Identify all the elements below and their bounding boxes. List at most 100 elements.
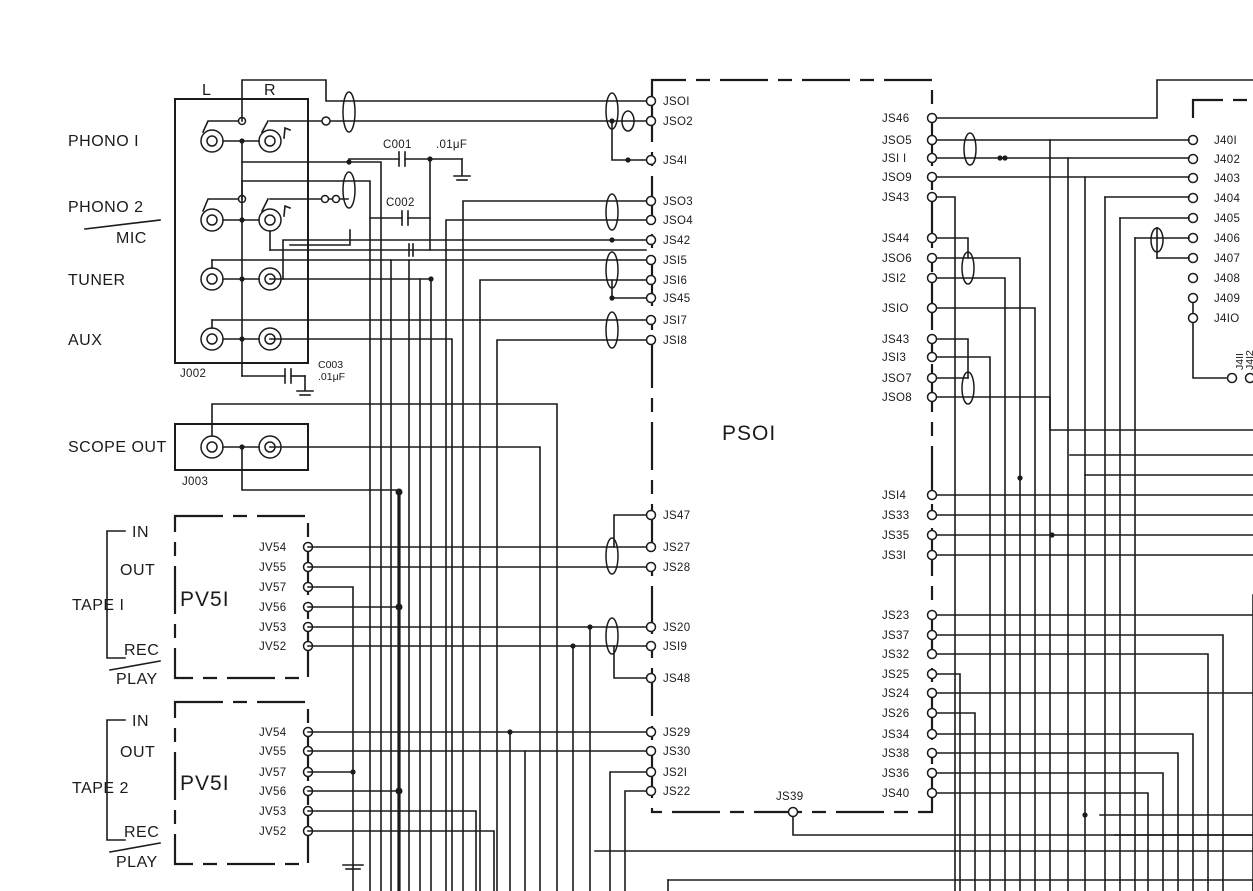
tape1-pin-label-jv52-5: JV52 [259, 641, 286, 653]
ps01-right-label-js24-21: JS24 [882, 688, 910, 700]
ps01-right-terminal-jso5-1 [926, 134, 938, 146]
ps01-left-terminal-jsi7-9 [645, 314, 657, 326]
ps01-left-label-jso2-1: JSO2 [663, 116, 693, 128]
j4-terminal-j407-6 [1187, 252, 1199, 264]
tape1-rec-label: REC [124, 642, 159, 659]
ps01-left-terminal-jsi9-15 [645, 640, 657, 652]
ps01-right-terminal-jsi3-10 [926, 351, 938, 363]
shield-markers [342, 91, 1164, 655]
ps01-left-label-jsi7-9: JSI7 [663, 315, 687, 327]
ps01-right-terminal-js36-25 [926, 767, 938, 779]
ps01-left-terminal-js22-20 [645, 785, 657, 797]
ps01-right-terminal-js44-5 [926, 232, 938, 244]
ps01-right-terminal-js37-18 [926, 629, 938, 641]
ps01-board: PSOI JS39 [650, 78, 1253, 836]
j4-label-j405-4: J405 [1214, 213, 1240, 225]
ps01-right-label-js38-24: JS38 [882, 748, 909, 760]
channel-r-label: R [264, 82, 276, 99]
ps01-right-bus [936, 79, 1253, 891]
j4-terminal-j402-1 [1187, 153, 1199, 165]
js39-label: JS39 [776, 791, 803, 803]
c003-value-label: .01μF [318, 371, 345, 383]
ps01-left-terminal-js28-13 [645, 561, 657, 573]
ps01-right-label-js40-26: JS40 [882, 788, 909, 800]
ps01-right-label-jsii-2: JSI I [882, 153, 907, 165]
ps01-left-label-js28-13: JS28 [663, 562, 690, 574]
j4-label-j408-7: J408 [1214, 273, 1240, 285]
ps01-right-label-jso9-3: JSO9 [882, 172, 912, 184]
ps01-right-label-js32-19: JS32 [882, 649, 909, 661]
j4-label-j407-6: J407 [1214, 253, 1240, 265]
channel-l-label: L [202, 82, 211, 99]
ps01-left-terminal-js27-12 [645, 541, 657, 553]
ps01-left-label-jsi5-6: JSI5 [663, 255, 687, 267]
tape2-pin-label-jv55-1: JV55 [259, 746, 286, 758]
tape2-labels: IN OUT TAPE 2 REC PLAY [72, 713, 161, 871]
ps01-left-label-jsi8-10: JSI8 [663, 335, 687, 347]
ps01-left-bus [445, 118, 1253, 891]
ps01-right-terminal-js43-9 [926, 333, 938, 345]
ps01-left-label-jso3-3: JSO3 [663, 196, 693, 208]
j4-terminal-j409-8 [1187, 292, 1199, 304]
ps01-left-terminal-js30-18 [645, 745, 657, 757]
tape2-play-label: PLAY [116, 854, 158, 871]
ps01-left-label-js45-8: JS45 [663, 293, 690, 305]
j4-board: J4II J4I2 [1191, 98, 1253, 384]
ps01-right-label-jso7-11: JSO7 [882, 373, 912, 385]
capacitor-c001: C001 .01μF [348, 139, 471, 181]
ps01-right-label-jsi2-7: JSI2 [882, 273, 906, 285]
j003-label: J003 [182, 476, 208, 488]
ps01-right-label-js44-5: JS44 [882, 233, 910, 245]
j4-terminal-j405-4 [1187, 212, 1199, 224]
ps01-left-label-jsi6-7: JSI6 [663, 275, 687, 287]
tape1-label: TAPE I [72, 597, 125, 614]
pv51-tape2-title: PV5I [180, 772, 230, 795]
phono1-label: PHONO I [68, 133, 139, 150]
ps01-right-label-js3i-16: JS3I [882, 550, 906, 562]
ps01-title: PSOI [722, 422, 776, 445]
ps01-right-terminal-js23-17 [926, 609, 938, 621]
ps01-left-terminal-jsi8-10 [645, 334, 657, 346]
tape-wiring [307, 546, 647, 891]
ps01-right-label-jso8-12: JSO8 [882, 392, 912, 404]
tape2-out-label: OUT [120, 744, 155, 761]
tuner-label: TUNER [68, 272, 126, 289]
ps01-left-label-js2i-19: JS2I [663, 767, 687, 779]
j412-label: J4I2 [1244, 350, 1253, 370]
capacitor-c002: C002 [369, 158, 431, 257]
ps01-right-label-jsi4-13: JSI4 [882, 490, 907, 502]
ps01-right-terminal-js25-20 [926, 668, 938, 680]
ps01-right-label-jso5-1: JSO5 [882, 135, 912, 147]
tape2-pin-label-jv54-0: JV54 [259, 727, 287, 739]
tape2-rec-label: REC [124, 824, 159, 841]
ps01-right-label-jsio-8: JSIO [882, 303, 909, 315]
ps01-right-terminal-jsio-8 [926, 302, 938, 314]
tape2-pin-label-jv53-4: JV53 [259, 806, 286, 818]
ps01-left-terminal-js4i-2 [645, 154, 657, 166]
scope-out-label: SCOPE OUT [68, 439, 167, 456]
ps01-right-terminal-jsi4-13 [926, 489, 938, 501]
tape2-pin-label-jv52-5: JV52 [259, 826, 286, 838]
ps01-right-label-jsi3-10: JSI3 [882, 352, 906, 364]
ps01-left-label-js4i-2: JS4I [663, 155, 687, 167]
pv51-tape1-title: PV5I [180, 588, 230, 611]
ps01-left-terminal-js42-5 [645, 234, 657, 246]
ps01-left-terminal-jsi5-6 [645, 254, 657, 266]
ps01-left-terminal-jso2-1 [645, 115, 657, 127]
ps01-left-label-jso4-4: JSO4 [663, 215, 693, 227]
ps01-right-label-js37-18: JS37 [882, 630, 909, 642]
c001-label: C001 [383, 139, 412, 151]
tape1-pin-label-jv57-2: JV57 [259, 582, 286, 594]
ps01-right-terminal-jso8-12 [926, 391, 938, 403]
tape2-pin-label-jv56-3: JV56 [259, 786, 286, 798]
ps01-right-label-js43-4: JS43 [882, 192, 909, 204]
ps01-left-label-js30-18: JS30 [663, 746, 690, 758]
js39-terminal [787, 806, 799, 818]
ps01-right-terminal-jsii-2 [926, 152, 938, 164]
ps01-left-label-js29-17: JS29 [663, 727, 690, 739]
pv51-board-tape2: PV5I [173, 700, 310, 866]
tape2-in-label: IN [132, 713, 149, 730]
